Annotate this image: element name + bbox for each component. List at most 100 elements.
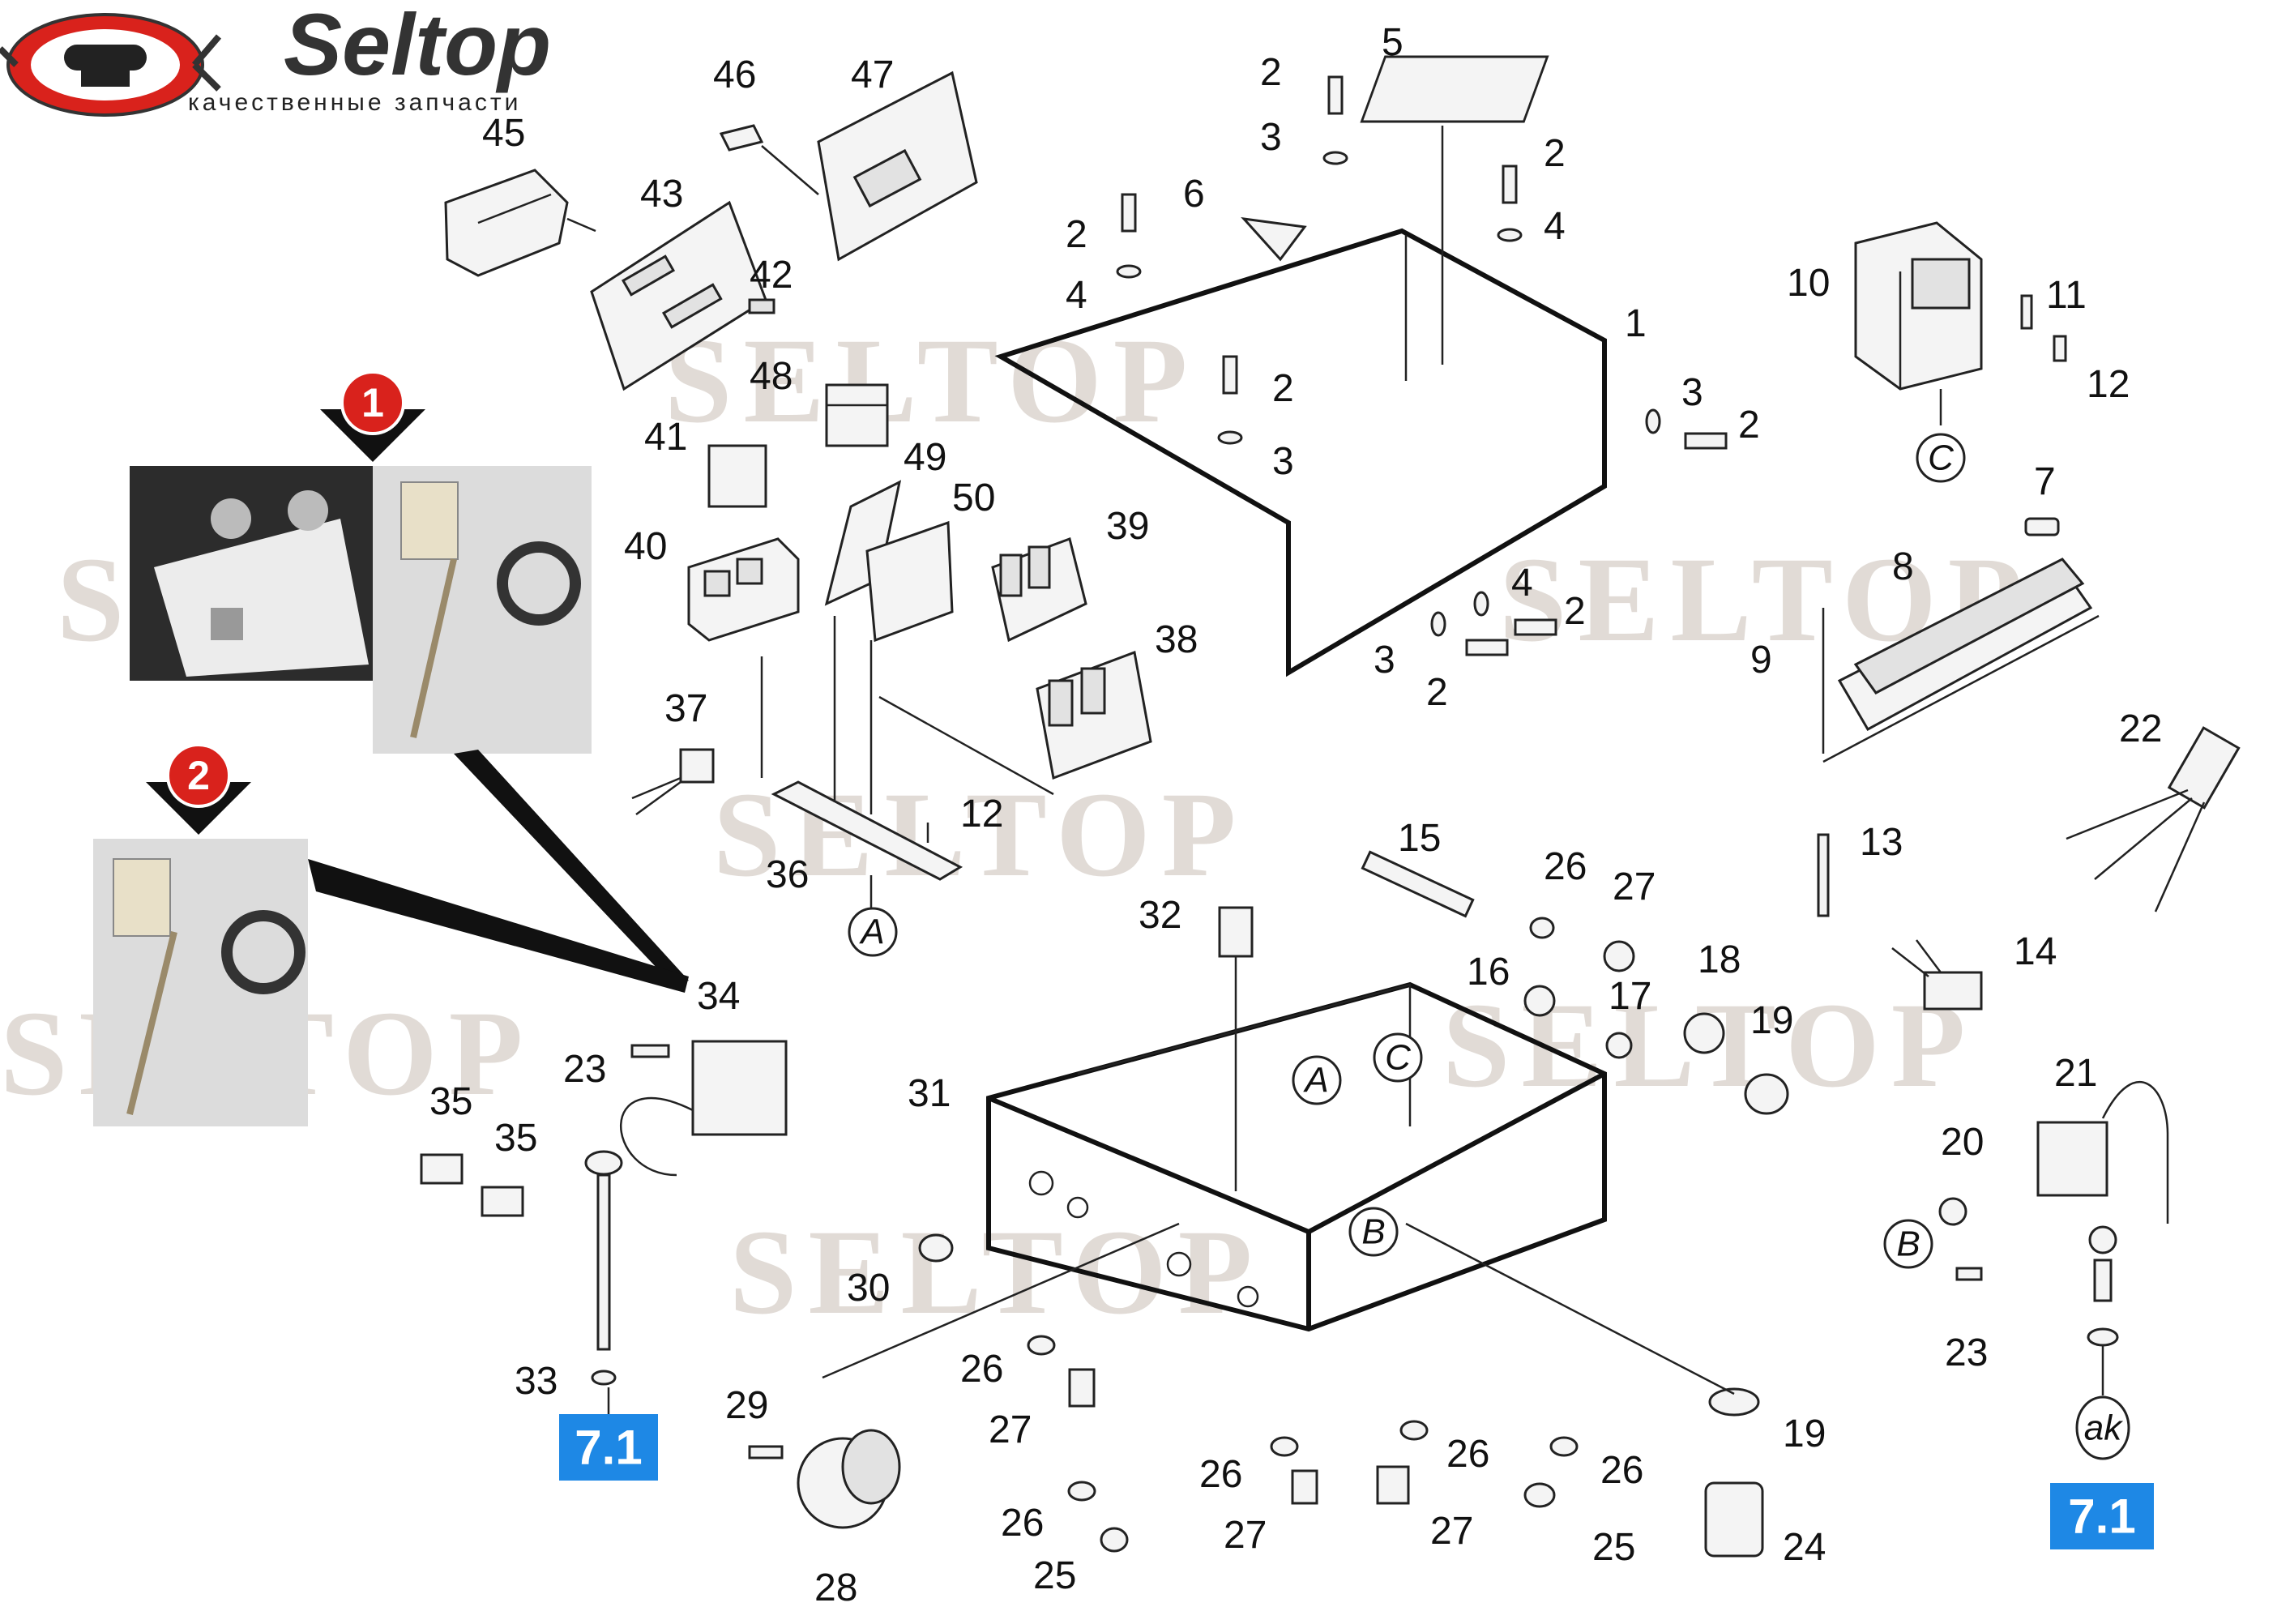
- washer-4: [1497, 228, 1523, 242]
- standoff-42: [748, 298, 775, 314]
- part-label: 26: [960, 1348, 1003, 1391]
- plug-25: [1523, 1482, 1556, 1508]
- gland-18: [1683, 1012, 1725, 1054]
- svg-text:ak: ak: [2084, 1408, 2123, 1448]
- filter-22: [2066, 726, 2241, 912]
- washer-3: [1322, 151, 1348, 165]
- screw-2: [1121, 193, 1137, 233]
- part-label: 26: [1199, 1453, 1242, 1496]
- part-label: 2: [1272, 367, 1294, 410]
- washer-26: [1270, 1436, 1299, 1457]
- part-labels: 1 2 2 2 2 2 2 2 3 3 3 3 4 4 4 5 6 7 8 9 …: [429, 21, 2162, 1609]
- badge-number: 2: [187, 753, 210, 798]
- module-49: [824, 480, 902, 606]
- gland-24: [1704, 1481, 1764, 1558]
- bottom-fittings: [1027, 1222, 1764, 1558]
- part-label: 41: [644, 416, 687, 459]
- screw-2: [1465, 639, 1509, 656]
- screw-2: [1222, 355, 1238, 395]
- fist-icon: [64, 45, 147, 87]
- part-label: 28: [814, 1566, 857, 1609]
- marker-c-housing: C: [1373, 1032, 1423, 1083]
- part-label: 26: [1544, 845, 1587, 888]
- reference-box-right[interactable]: 7.1: [2050, 1483, 2154, 1549]
- part-label: 5: [1382, 21, 1403, 64]
- thermostat-photo-panel-2: [93, 839, 308, 1126]
- washer-3: [1217, 430, 1243, 445]
- screw-2: [1327, 75, 1344, 115]
- part-label: 8: [1892, 545, 1914, 588]
- washer-33: [591, 1370, 617, 1386]
- fuse-11: [2020, 294, 2033, 330]
- part-label: 10: [1787, 262, 1830, 305]
- part-label: 31: [908, 1072, 951, 1115]
- part-label: 17: [1609, 975, 1651, 1018]
- gland-17: [1605, 1032, 1633, 1059]
- part-label: 25: [1592, 1526, 1635, 1569]
- part-label: 7: [2034, 460, 2056, 503]
- din-rail-36: [760, 616, 1054, 908]
- svg-text:C: C: [1928, 438, 1955, 478]
- part-label: 18: [1698, 938, 1741, 981]
- transformer-10: [1854, 221, 1983, 425]
- wrench-icon: [0, 34, 222, 92]
- washer-26: [1549, 1436, 1579, 1457]
- part-label: 39: [1106, 505, 1149, 548]
- bracket-45: [444, 169, 569, 277]
- part-label: 50: [952, 477, 995, 519]
- rod-13: [1817, 833, 1830, 917]
- watermark: SELTOP: [729, 1205, 1263, 1340]
- part-label: 45: [482, 112, 525, 155]
- part-label: 32: [1139, 894, 1181, 937]
- svg-text:B: B: [1896, 1224, 1920, 1264]
- photo-pointer: [308, 859, 689, 993]
- brand-logo: Seltop качественные запчасти: [0, 0, 551, 117]
- callout-badge-2: 2: [146, 743, 251, 835]
- part-label: 27: [989, 1408, 1032, 1451]
- part-label: 37: [664, 687, 707, 730]
- washer-26: [1399, 1420, 1429, 1441]
- fuse-7: [2024, 517, 2060, 536]
- svg-text:7.1: 7.1: [575, 1421, 642, 1475]
- nut-19: [1708, 1387, 1760, 1417]
- part-label: 3: [1260, 116, 1282, 159]
- suppressor-35: [481, 1186, 524, 1217]
- part-label: 4: [1544, 205, 1566, 248]
- part-label: 2: [1426, 671, 1448, 714]
- photo-pointer: [454, 750, 689, 985]
- part-label: 2: [1066, 213, 1087, 256]
- part-label: 35: [494, 1117, 537, 1160]
- washer-20: [1938, 1197, 1967, 1226]
- selector-switch-28: [748, 1222, 1180, 1529]
- cover-1: [994, 55, 1607, 677]
- relay-48: [825, 383, 889, 447]
- part-label: 12: [2087, 363, 2130, 406]
- capillary: [620, 1097, 694, 1177]
- part-label: 36: [766, 853, 809, 896]
- washer-4: [1116, 264, 1142, 279]
- part-label: 38: [1155, 618, 1198, 661]
- marker-a-housing: A: [1292, 1055, 1342, 1105]
- glands-right: [1523, 917, 1789, 1115]
- relay-socket-40: [687, 537, 800, 642]
- part-label: 15: [1398, 817, 1441, 860]
- part-label: 27: [1430, 1510, 1473, 1553]
- part-label: 20: [1941, 1121, 1984, 1164]
- relay-41: [707, 444, 767, 508]
- part-label: 30: [847, 1267, 890, 1310]
- part-label: 27: [1613, 865, 1656, 908]
- part-label: 2: [1738, 404, 1760, 447]
- connector-46: [719, 124, 819, 195]
- housing-31: [986, 981, 1607, 1332]
- marker-b-right: B: [1883, 1219, 1933, 1269]
- part-label: 47: [851, 53, 894, 96]
- gland-27: [1376, 1465, 1410, 1505]
- part-label: 23: [563, 1048, 606, 1091]
- terminal-strip-8: [1822, 558, 2100, 763]
- reference-box-left[interactable]: 7.1: [559, 1414, 658, 1481]
- svg-text:A: A: [858, 912, 884, 952]
- part-label: 16: [1467, 951, 1510, 994]
- cover-fasteners: [1116, 75, 1728, 656]
- svg-text:7.1: 7.1: [2068, 1489, 2135, 1544]
